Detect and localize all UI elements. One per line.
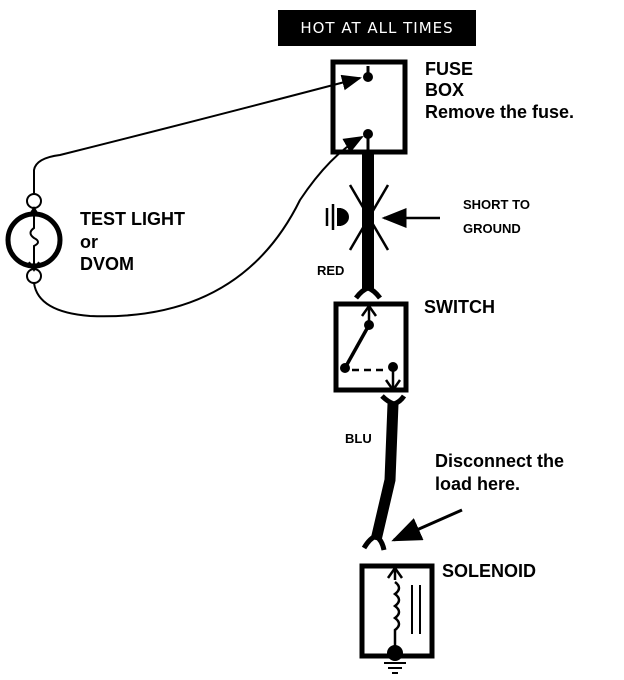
switch-lever (343, 324, 371, 369)
ground-icon (325, 204, 349, 230)
test-lead-bottom (33, 136, 364, 318)
blue-wire (370, 403, 399, 542)
solenoid-ground-icon (384, 662, 406, 674)
solenoid-coil (392, 581, 401, 648)
fuse-box-label-1: FUSE (425, 59, 474, 79)
short-label-1: SHORT TO (463, 197, 530, 212)
solenoid-label: SOLENOID (442, 561, 537, 581)
test-light-label-3: DVOM (80, 254, 134, 274)
solenoid-box (359, 563, 435, 659)
fuse-box-label-2: BOX (425, 80, 465, 100)
short-label-2: GROUND (463, 221, 521, 236)
disconnect-instruction-1: Disconnect the (435, 451, 565, 471)
short-x-icon (348, 184, 390, 251)
fuse-box-instruction: Remove the fuse. (425, 102, 575, 122)
switch-label: SWITCH (424, 297, 495, 317)
hot-at-all-times-banner: HOT AT ALL TIMES (278, 10, 476, 46)
test-light-label-1: TEST LIGHT (80, 209, 185, 229)
disconnect-arrow (391, 508, 463, 542)
fuse-terminal-top (363, 72, 373, 82)
red-wire-label: RED (317, 263, 345, 278)
test-lead-top (33, 74, 362, 194)
disconnect-instruction-2: load here. (435, 474, 521, 494)
blue-wire-label: BLU (345, 431, 372, 446)
test-light-label-2: or (80, 232, 98, 252)
switch-box (333, 301, 409, 393)
